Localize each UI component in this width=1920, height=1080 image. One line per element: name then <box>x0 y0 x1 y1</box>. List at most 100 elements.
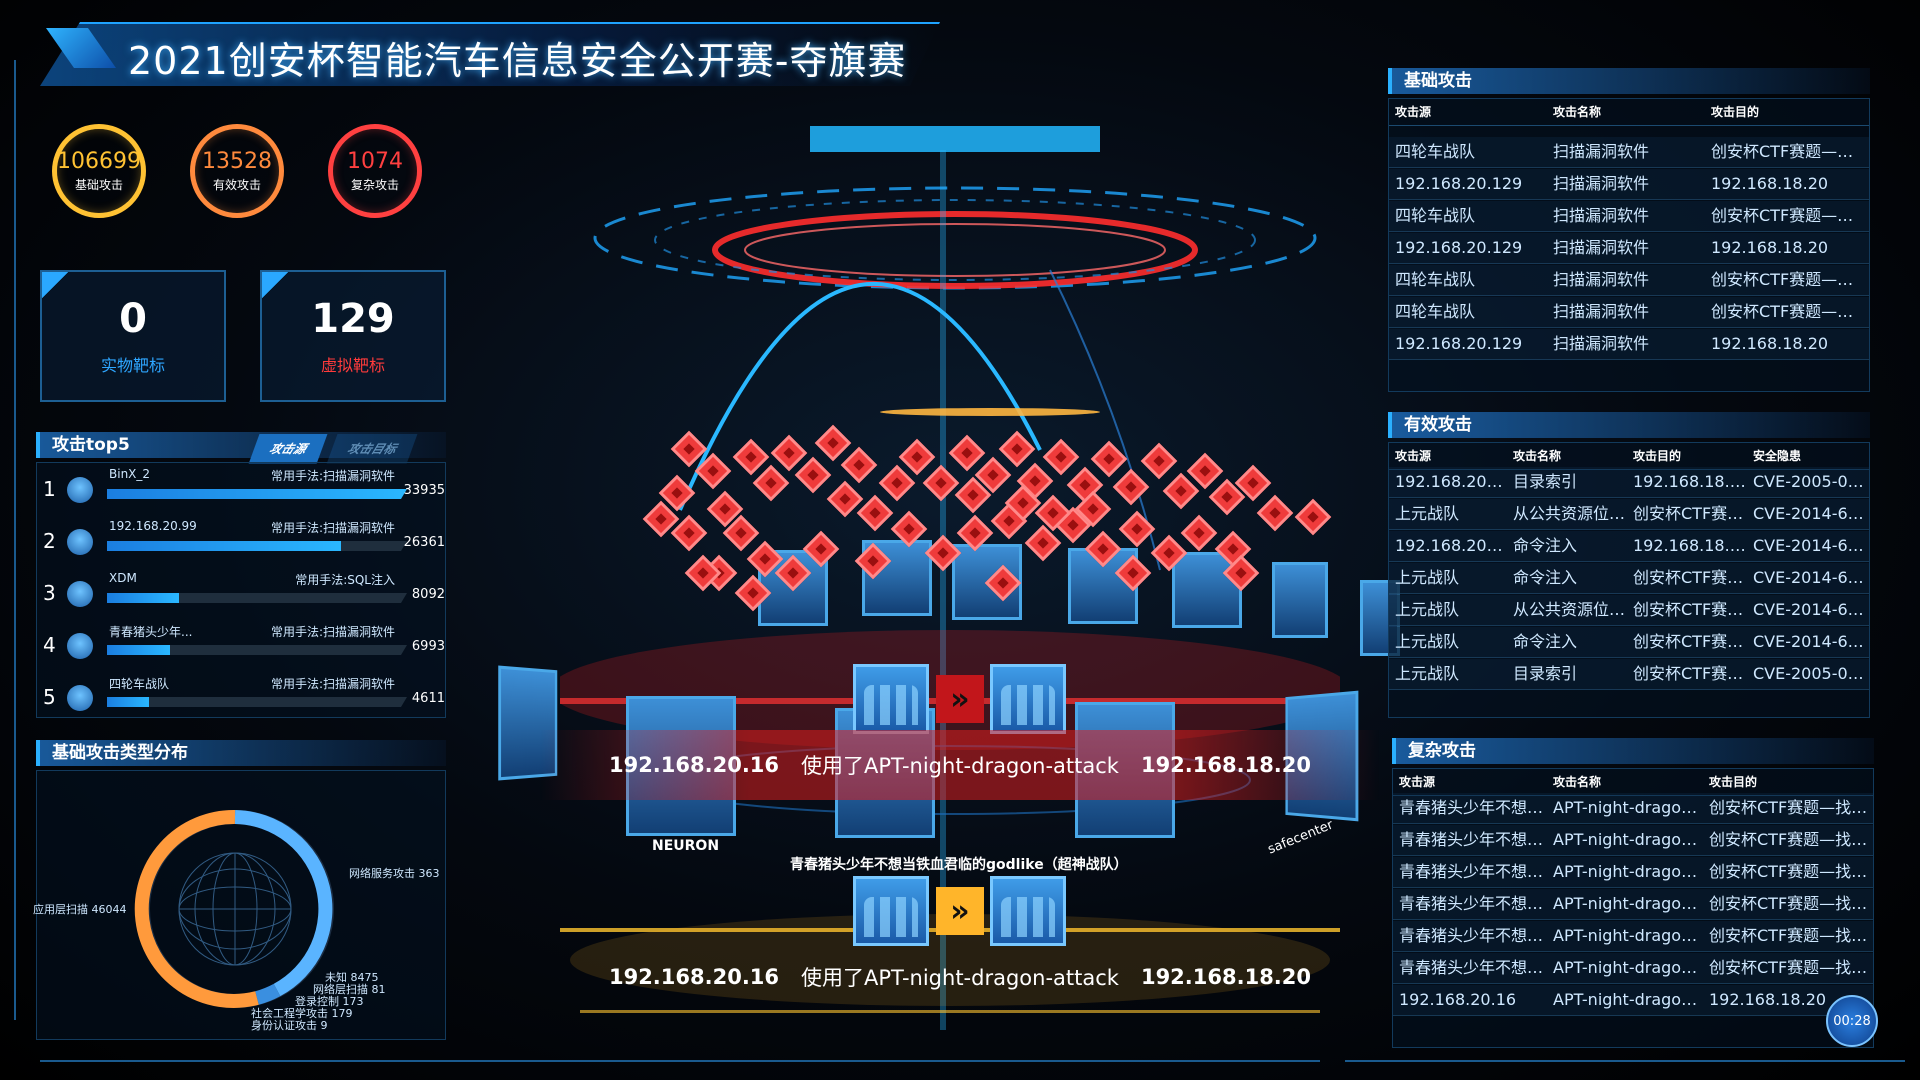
table-cell: 192.168.18.20 <box>1711 238 1829 257</box>
table-cell: CVE-2014-6271 <box>1753 568 1867 587</box>
table-cell: 创安杯CTF赛题—... <box>1633 504 1747 523</box>
table-row[interactable]: 青春猪头少年不想当铁血...APT-night-dragon-attack创安杯… <box>1393 793 1873 824</box>
rank-method: 常用手法:扫描漏洞软件 <box>270 625 395 639</box>
table-cell: 目录索引 <box>1513 472 1578 491</box>
table-cell: 192.168.18.20 <box>1633 472 1747 491</box>
table-cell: 192.168.18.20 <box>1711 174 1829 193</box>
label-unknown: 未知 8475 <box>325 971 379 984</box>
team-avatar-icon <box>67 529 93 555</box>
column-header: 攻击目的 <box>1711 105 1760 119</box>
table-cell: 青春猪头少年不想当铁血... <box>1399 894 1547 913</box>
column-header: 安全隐患 <box>1753 449 1802 463</box>
table-row[interactable]: 四轮车战队扫描漏洞软件创安杯CTF赛题—找回果... <box>1389 201 1869 232</box>
table-cell: 青春猪头少年不想当铁血... <box>1399 926 1547 945</box>
table-cell: 创安杯CTF赛题—找回果... <box>1709 798 1869 817</box>
table-row[interactable]: 四轮车战队扫描漏洞软件创安杯CTF赛题—找回果... <box>1389 297 1869 328</box>
rank-count: 8092 <box>411 587 445 602</box>
table-cell: 青春猪头少年不想当铁血... <box>1399 862 1547 881</box>
table-cell: CVE-2014-6271 <box>1753 632 1867 651</box>
table-row[interactable]: 青春猪头少年不想当铁血...APT-night-dragon-attack创安杯… <box>1393 953 1873 984</box>
table-row[interactable]: 四轮车战队扫描漏洞软件创安杯CTF赛题—找回果... <box>1389 137 1869 168</box>
table-row[interactable]: 上元战队从公共资源位置收...创安杯CTF赛题—...CVE-2014-6271 <box>1389 595 1869 626</box>
table-cell: 创安杯CTF赛题—找回果... <box>1711 206 1861 225</box>
table-cell: 扫描漏洞软件 <box>1553 270 1650 289</box>
rank-number: 2 <box>43 529 56 553</box>
band-target-ip: 192.168.18.20 <box>1140 965 1312 989</box>
table-cell: APT-night-dragon-attack <box>1553 830 1703 849</box>
rank-team-name: 四轮车战队 <box>109 677 170 691</box>
table-cell: 从公共资源位置收... <box>1513 504 1627 523</box>
stat-complex-attack: 1074 复杂攻击 <box>328 124 422 218</box>
stat-valid-attack: 13528 有效攻击 <box>190 124 284 218</box>
table-cell: CVE-2014-6271 | ... <box>1753 536 1867 555</box>
target-value: 129 <box>311 296 395 342</box>
rank-team-name: XDM <box>109 571 137 585</box>
top5-title: 攻击top5 <box>52 435 130 455</box>
table-row[interactable]: 青春猪头少年不想当铁血...APT-night-dragon-attack创安杯… <box>1393 921 1873 952</box>
table-cell: APT-night-dragon-attack <box>1553 862 1703 881</box>
rank-count: 33935 <box>403 483 445 498</box>
countdown-timer[interactable]: 00:28 <box>1826 995 1878 1047</box>
stat-label: 基础攻击 <box>74 177 123 192</box>
team-card[interactable] <box>1272 562 1328 638</box>
rank-bar-fill <box>107 645 170 655</box>
label-auth-attack: 身份认证攻击 9 <box>251 1019 328 1032</box>
column-header: 攻击目的 <box>1633 449 1682 463</box>
table-row[interactable]: 青春猪头少年不想当铁血...APT-night-dragon-attack创安杯… <box>1393 825 1873 856</box>
target-label: 实物靶标 <box>100 356 165 375</box>
left-frame-rail <box>14 60 24 1020</box>
complex-attack-banner-yellow: 192.168.20.16 使用了APT-night-dragon-attack… <box>540 942 1380 1012</box>
distribution-body: 网络服务攻击 363 应用层扫描 46044 未知 8475 网络层扫描 81 … <box>33 770 446 1040</box>
team-card[interactable] <box>1172 552 1242 628</box>
complex-attack-header: 复杂攻击 <box>1392 738 1874 764</box>
distribution-header: 基础攻击类型分布 <box>36 740 446 766</box>
table-cell: 从公共资源位置收... <box>1513 600 1627 619</box>
table-cell: 上元战队 <box>1395 568 1460 587</box>
table-row[interactable]: 192.168.20.16APT-night-dragon-attack192.… <box>1393 985 1873 1016</box>
table-row[interactable]: 四轮车战队扫描漏洞软件创安杯CTF赛题—找回果... <box>1389 265 1869 296</box>
tab-attack-target[interactable]: 攻击目标 <box>326 434 418 464</box>
stat-value: 1074 <box>347 148 403 174</box>
tab-attack-source[interactable]: 攻击源 <box>248 434 328 464</box>
virtual-target-card: 129 虚拟靶标 <box>260 270 446 402</box>
rank-number: 5 <box>43 685 56 709</box>
table-cell: 创安杯CTF赛题—... <box>1633 632 1747 651</box>
table-row[interactable]: 青春猪头少年不想当铁血...APT-night-dragon-attack创安杯… <box>1393 889 1873 920</box>
table-cell: 创安杯CTF赛题—找回果... <box>1711 142 1861 161</box>
team-avatar-icon <box>67 685 93 711</box>
table-cell: 192.168.20.129 <box>1395 238 1523 257</box>
table-row[interactable]: 青春猪头少年不想当铁血...APT-night-dragon-attack创安杯… <box>1393 857 1873 888</box>
table-row[interactable]: 上元战队从公共资源位置收...创安杯CTF赛题—...CVE-2014-6271 <box>1389 499 1869 530</box>
page-title: 2021创安杯智能汽车信息安全公开赛-夺旗赛 <box>128 39 907 83</box>
table-cell: 上元战队 <box>1395 504 1460 523</box>
valid-attack-header: 有效攻击 <box>1388 412 1870 438</box>
basic-attack-panel: 基础攻击 攻击源攻击名称攻击目的四轮车战队扫描漏洞软件创安杯CTF赛题—找回果.… <box>1388 68 1870 392</box>
table-cell: APT-night-dragon-attack <box>1553 926 1703 945</box>
table-cell: CVE-2014-6271 <box>1753 600 1867 619</box>
table-cell: CVE-2005-0845 | ... <box>1753 664 1867 683</box>
table-cell: CVE-2005-0845 | ... <box>1753 472 1867 491</box>
rank-count: 26361 <box>403 535 445 550</box>
bottom-frame-rail-right <box>1345 1050 1905 1062</box>
table-cell: 192.168.20.45 <box>1395 536 1507 555</box>
rank-bar-track <box>107 489 407 499</box>
table-cell: 四轮车战队 <box>1395 142 1476 161</box>
table-header-row: 攻击源攻击名称攻击目的 <box>1393 769 1873 796</box>
table-cell: 四轮车战队 <box>1395 206 1476 225</box>
table-cell: 命令注入 <box>1513 632 1578 651</box>
